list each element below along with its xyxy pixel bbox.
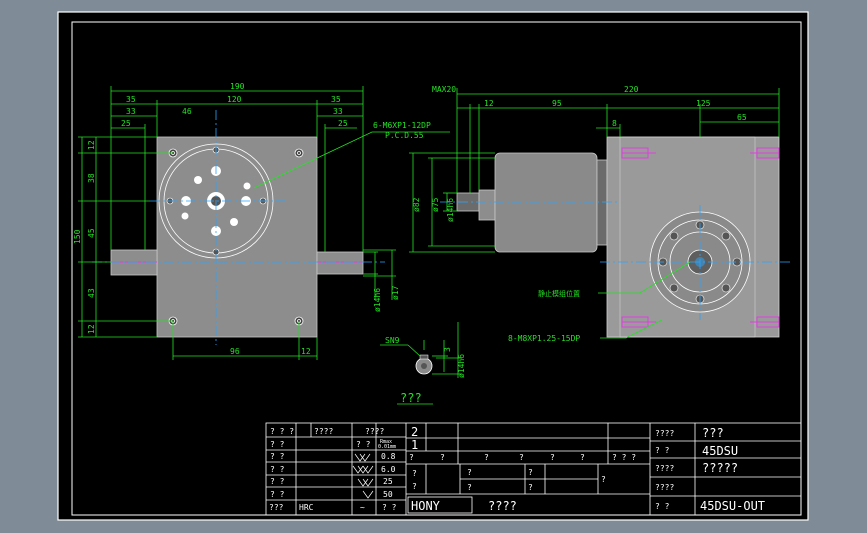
callout-hole-pcd: P.C.D.55	[385, 131, 424, 140]
dim-dia-14h6: ø14h6	[446, 198, 455, 222]
tb-right-label-1: ? ?	[655, 446, 670, 455]
keyway-3: 3	[443, 347, 452, 352]
side-cylinder	[494, 152, 598, 253]
front-dimensions	[78, 86, 450, 360]
dim-33-right: 33	[333, 107, 343, 116]
dim-35-left: 35	[126, 95, 136, 104]
dim-45: 45	[87, 228, 96, 238]
tb-mark-4: ?	[550, 453, 555, 462]
tb-low-3: ?	[467, 483, 472, 492]
front-view	[92, 110, 385, 345]
tb-left-r6-c2: ~	[360, 503, 365, 512]
side-dimensions	[409, 88, 780, 339]
tb-left-r2-c2: 0.8	[381, 452, 396, 461]
callout-mount-thread: 8-M8XP1.25-15DP	[508, 334, 580, 343]
tb-low-1: ?	[412, 482, 417, 491]
tb-low-4: ?	[528, 468, 533, 477]
callout-hole-thread: 6-M6XP1-12DP	[373, 121, 431, 130]
dim-dia-82: ø82	[412, 197, 421, 212]
title-block	[265, 422, 802, 516]
dim-12-b: 12	[301, 347, 311, 356]
tb-rmax-unit: 0.01mm	[378, 444, 396, 450]
tb-left-r6-c1: HRC	[299, 503, 314, 512]
dim-12: 12	[484, 99, 494, 108]
keyway-caption: ???	[400, 391, 422, 405]
keyway-detail	[380, 322, 462, 405]
tb-left-r3-c0: ? ?	[270, 465, 285, 474]
dim-38: 38	[87, 173, 96, 183]
tb-right-label-0: ????	[655, 429, 674, 438]
tb-low-2: ?	[467, 468, 472, 477]
dim-95: 95	[552, 99, 562, 108]
tb-left-r2-c0: ? ?	[270, 452, 285, 461]
tb-rev-2: 2	[411, 425, 418, 439]
dim-65: 65	[737, 113, 747, 122]
dim-220: 220	[624, 85, 639, 94]
dim-dia-75: ø75	[431, 197, 440, 212]
tb-left-r6-c3: ? ?	[382, 503, 397, 512]
tb-left-r4-c2: 25	[383, 477, 393, 486]
dim-43: 43	[87, 288, 96, 298]
dim-12-bottom: 12	[87, 324, 96, 334]
tb-right-label-2: ????	[655, 464, 674, 473]
tb-right-value-0: ???	[702, 426, 724, 440]
tb-right-label-3: ????	[655, 483, 674, 492]
tb-company-name: ????	[488, 499, 517, 513]
tb-left-r0-c2: ????	[365, 427, 384, 436]
tb-left-r1-c2: ? ?	[356, 440, 371, 449]
dim-25-left: 25	[121, 119, 131, 128]
keyway-sn9: SN9	[385, 336, 400, 345]
dim-125: 125	[696, 99, 711, 108]
tb-mark-1: ?	[440, 453, 445, 462]
tb-left-r0-c1: ????	[314, 427, 333, 436]
tb-left-r6-c0: ???	[269, 503, 284, 512]
keyway-texts: SN9 3 ø14h6 ???	[385, 336, 466, 405]
dim-190: 190	[230, 82, 245, 91]
tb-left-r0-c0: ? ? ?	[270, 427, 294, 436]
tb-mark-3: ?	[519, 453, 524, 462]
tb-low-6: ?	[601, 475, 606, 484]
tb-mark-0: ?	[409, 453, 414, 462]
dim-35-right: 35	[331, 95, 341, 104]
dim-shaft-17: ø17	[391, 285, 400, 300]
tb-low-5: ?	[528, 483, 533, 492]
tb-mark-6: ? ? ?	[612, 453, 636, 462]
dim-46: 46	[182, 107, 192, 116]
tb-low-0: ?	[412, 469, 417, 478]
side-dim-texts: MAX20 220 12 95 125 8 65 ø82 ø75 ø14h6 静…	[412, 85, 747, 343]
tb-left-r3-c2: 6.0	[381, 465, 396, 474]
tb-left-r4-c0: ? ?	[270, 477, 285, 486]
surface-symbols	[352, 453, 374, 499]
tb-company: HONY	[411, 499, 441, 513]
title-block-texts: ? ? ? ???? ???? ? ? ? ? Rmax 0.01mm ? ? …	[269, 425, 765, 513]
dim-96: 96	[230, 347, 240, 356]
dim-150: 150	[73, 229, 82, 244]
keyway-dia: ø14h6	[457, 354, 466, 378]
front-dim-texts: 190 35 120 35 33 46 33 25 25 12 38 150 4…	[73, 82, 431, 356]
dim-25-right: 25	[338, 119, 348, 128]
dim-max20: MAX20	[432, 85, 456, 94]
dim-8: 8	[612, 119, 617, 128]
tb-right-value-4: 45DSU-OUT	[700, 499, 765, 513]
tb-rmax: Rmax	[380, 439, 392, 445]
tb-mark-2: ?	[484, 453, 489, 462]
side-view	[440, 136, 790, 338]
dim-12-top: 12	[87, 140, 96, 150]
dim-120: 120	[227, 95, 242, 104]
tb-rev-1: 1	[411, 438, 418, 452]
tb-left-r5-c2: 50	[383, 490, 393, 499]
tb-left-r5-c0: ? ?	[270, 490, 285, 499]
dim-33-left: 33	[126, 107, 136, 116]
tb-left-r1-c0: ? ?	[270, 440, 285, 449]
tb-right-value-1: 45DSU	[702, 444, 738, 458]
callout-stop-position: 静止模组位置	[538, 289, 580, 298]
tb-mark-5: ?	[580, 453, 585, 462]
dim-shaft-h6: ø14h6	[373, 288, 382, 312]
tb-right-value-2: ?????	[702, 461, 738, 475]
front-shaft-right	[316, 251, 364, 275]
tb-right-label-4: ? ?	[655, 502, 670, 511]
